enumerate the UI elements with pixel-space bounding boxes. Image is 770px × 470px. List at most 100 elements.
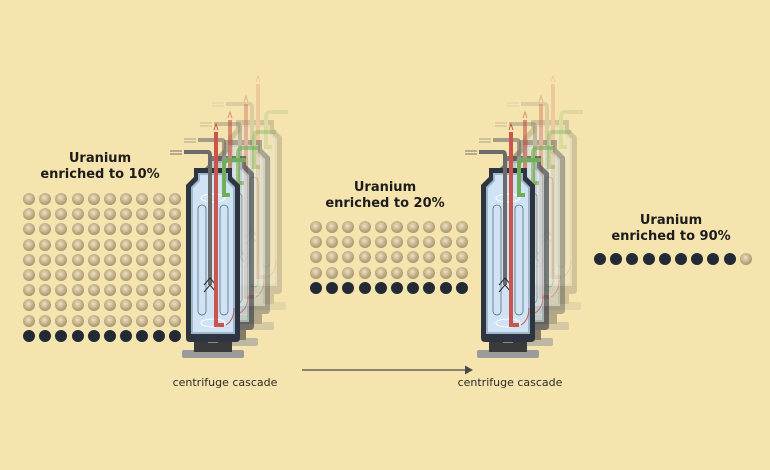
natural-uranium-dot: [342, 251, 355, 264]
feed-pipe: [226, 102, 254, 237]
enriched-uranium-dot: [23, 329, 35, 342]
swirl: [200, 193, 226, 203]
enriched-uranium-dot: [120, 329, 133, 342]
feed-pipe: [479, 150, 507, 285]
natural-uranium-dot: [310, 251, 322, 264]
natural-uranium-dot: [87, 314, 100, 327]
natural-uranium-dot: [23, 314, 35, 327]
centrifuge-rotor-chamber: [488, 175, 528, 332]
natural-uranium-dot: [152, 268, 165, 281]
natural-uranium-dot: [136, 253, 149, 266]
feed-pipe: [198, 138, 226, 273]
natural-uranium-dot: [103, 193, 116, 205]
enriched-uranium-dot: [168, 329, 181, 342]
natural-uranium-dot: [136, 223, 149, 236]
enriched-pipe: [252, 130, 276, 169]
enriched-uranium-dot: [594, 253, 606, 265]
enriched-uranium-dot: [658, 253, 671, 265]
feed-pipe: [509, 122, 537, 257]
flow-loop: [219, 204, 229, 316]
natural-uranium-dot: [390, 221, 403, 233]
enriched-uranium-dot: [610, 253, 623, 265]
natural-uranium-dot: [55, 284, 68, 297]
natural-uranium-dot: [55, 208, 68, 221]
enriched-uranium-dot: [342, 281, 355, 294]
natural-uranium-dot: [168, 299, 181, 312]
natural-uranium-dot: [23, 223, 35, 236]
enriched-pipe: [531, 146, 555, 185]
natural-uranium-dot: [39, 314, 52, 327]
natural-uranium-dot: [55, 268, 68, 281]
natural-uranium-dot: [407, 251, 420, 264]
swirl: [495, 193, 521, 203]
natural-uranium-dot: [423, 266, 436, 279]
natural-uranium-dot: [358, 266, 371, 279]
natural-uranium-dot: [439, 266, 452, 279]
natural-uranium-dot: [358, 236, 371, 249]
centrifuge-unit-0: [170, 122, 246, 358]
enriched-uranium-dot: [358, 281, 371, 294]
swirl: [495, 318, 521, 328]
flow-loop: [514, 204, 524, 316]
process-arrow: [302, 365, 473, 375]
natural-uranium-dot: [326, 221, 339, 233]
natural-uranium-dot: [407, 236, 420, 249]
natural-uranium-dot: [342, 266, 355, 279]
natural-uranium-dot: [71, 223, 84, 236]
natural-uranium-dot: [39, 253, 52, 266]
centrifuge-motor: [194, 342, 232, 352]
stage-1-title: Uranium enriched to 10%: [30, 151, 170, 183]
natural-uranium-dot: [71, 284, 84, 297]
stage-3-title: Uranium enriched to 90%: [601, 213, 741, 245]
enriched-uranium-dot: [55, 329, 68, 342]
natural-uranium-dot: [120, 299, 133, 312]
stage-1-dot-grid: [23, 193, 182, 342]
centrifuge-cascade-1: [170, 74, 288, 358]
natural-uranium-dot: [23, 193, 35, 205]
natural-uranium-dot: [326, 266, 339, 279]
natural-uranium-dot: [136, 284, 149, 297]
natural-uranium-dot: [739, 253, 752, 265]
natural-uranium-dot: [407, 221, 420, 233]
centrifuge-motor: [531, 294, 569, 304]
natural-uranium-dot: [39, 299, 52, 312]
stage-2-title-line1: Uranium: [353, 180, 417, 195]
enriched-uranium-dot: [374, 281, 387, 294]
natural-uranium-dot: [120, 314, 133, 327]
natural-uranium-dot: [71, 253, 84, 266]
enriched-uranium-dot: [642, 253, 655, 265]
natural-uranium-dot: [55, 193, 68, 205]
natural-uranium-dot: [71, 299, 84, 312]
centrifuge-motor: [489, 342, 527, 352]
natural-uranium-dot: [39, 238, 52, 251]
natural-uranium-dot: [71, 208, 84, 221]
natural-uranium-dot: [120, 268, 133, 281]
stage-3-title-line1: Uranium: [639, 213, 703, 228]
natural-uranium-dot: [455, 221, 468, 233]
natural-uranium-dot: [136, 268, 149, 281]
natural-uranium-dot: [455, 236, 468, 249]
natural-uranium-dot: [103, 284, 116, 297]
natural-uranium-dot: [152, 253, 165, 266]
enriched-uranium-dot: [407, 281, 420, 294]
centrifuge-unit-0: [465, 122, 541, 358]
natural-uranium-dot: [103, 299, 116, 312]
feed-pipe: [184, 150, 212, 285]
centrifuge-shaft: [250, 287, 260, 295]
enriched-pipe: [236, 146, 260, 185]
enriched-pipe: [517, 158, 541, 197]
stage-1-title-line1: Uranium: [68, 151, 132, 166]
natural-uranium-dot: [439, 251, 452, 264]
centrifuge-2-caption: centrifuge cascade: [457, 376, 563, 389]
stage-2-title: Uranium enriched to 20%: [315, 180, 455, 212]
feed-pipe: [521, 102, 549, 237]
enriched-uranium-dot: [674, 253, 687, 265]
natural-uranium-dot: [71, 238, 84, 251]
enriched-uranium-dot: [423, 281, 436, 294]
natural-uranium-dot: [168, 268, 181, 281]
natural-uranium-dot: [87, 299, 100, 312]
natural-uranium-dot: [390, 251, 403, 264]
natural-uranium-dot: [55, 238, 68, 251]
natural-uranium-dot: [152, 284, 165, 297]
natural-uranium-dot: [103, 268, 116, 281]
